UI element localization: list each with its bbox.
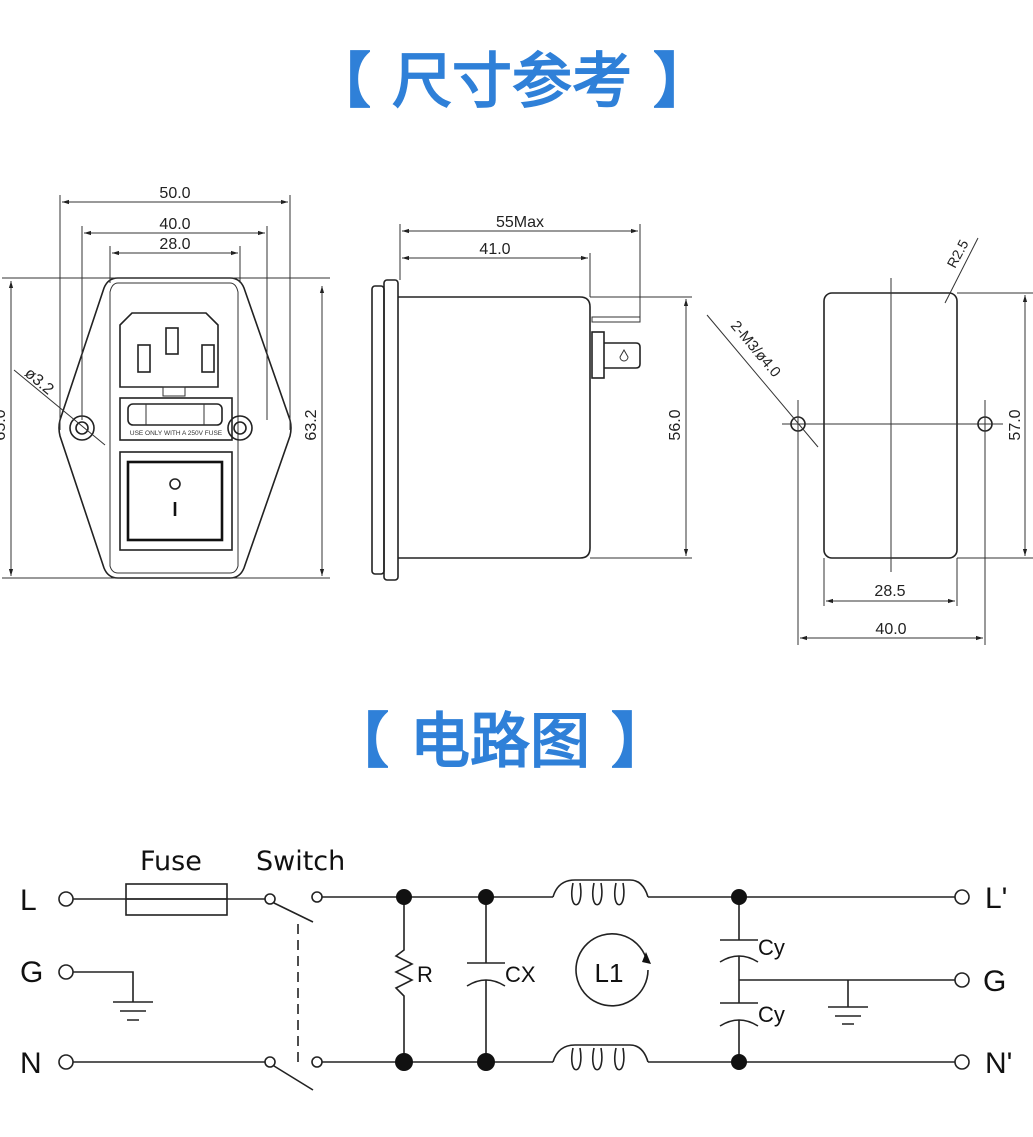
- socket-pin-earth: [165, 327, 179, 355]
- input-label-g: G: [20, 956, 43, 989]
- fuse-warning-label: USE ONLY WITH A 250V FUSE: [130, 430, 223, 437]
- capacitor-x-symbol: [466, 897, 506, 1062]
- dim-cutout-height: 57.0: [1007, 409, 1024, 440]
- dim-hole-diameter: ø3.2: [21, 365, 57, 399]
- output-label-n: N': [985, 1047, 1012, 1080]
- output-label-g: G: [983, 965, 1006, 998]
- inductor-top: [552, 879, 649, 906]
- terminal-l-in: [58, 891, 74, 907]
- capacitor-y1-label: Cy: [758, 935, 785, 960]
- inductor-label: L1: [595, 958, 624, 988]
- fuse-label: Fuse: [140, 846, 202, 877]
- ground-symbol-input: [73, 971, 153, 1021]
- dim-width-body: 28.0: [159, 236, 190, 253]
- switch-label: Switch: [256, 846, 345, 877]
- resistor-symbol: [394, 897, 414, 1062]
- dim-width-outer: 50.0: [159, 185, 190, 202]
- input-label-n: N: [20, 1047, 42, 1080]
- iec-socket: [119, 312, 219, 388]
- side-view: 55Max 41.0 56.0: [371, 214, 692, 581]
- terminal-g-out: [954, 972, 970, 988]
- capacitor-x-label: CX: [505, 962, 536, 987]
- capacitor-y2-label: Cy: [758, 1002, 785, 1027]
- dim-depth-body: 41.0: [479, 241, 510, 258]
- panel-cutout-view: 28.5 40.0 57.0 R2.5 2-M3/ø4.0: [706, 237, 1033, 645]
- terminal-n-out: [954, 1054, 970, 1070]
- dim-height-inner: 63.2: [303, 409, 320, 440]
- dim-height-outer: 65.0: [0, 409, 9, 440]
- dim-corner-radius: R2.5: [944, 237, 972, 271]
- dim-cutout-holes: 40.0: [875, 621, 906, 638]
- inductor-bottom: [552, 1044, 649, 1071]
- dim-depth-max: 55Max: [496, 214, 544, 231]
- switch-housing: [119, 451, 233, 551]
- circuit-title: 【 电路图 】: [329, 707, 671, 777]
- dim-width-holes: 40.0: [159, 216, 190, 233]
- terminal-l-out: [954, 889, 970, 905]
- socket-pin-left: [137, 344, 151, 373]
- rocker-switch: [126, 460, 224, 542]
- front-view: USE ONLY WITH A 250V FUSE 50.0 40.0 28.0…: [0, 185, 330, 579]
- inductor-l1-symbol: [575, 933, 649, 1007]
- dim-side-height: 56.0: [667, 409, 684, 440]
- terminal-g-in: [58, 964, 74, 980]
- ground-symbol-output: [828, 980, 868, 1025]
- mount-hole-right: [227, 415, 253, 441]
- resistor-label: R: [417, 962, 433, 987]
- input-label-l: L: [20, 884, 37, 917]
- dimensions-title: 【 尺寸参考 】: [311, 47, 713, 117]
- socket-pin-right: [201, 344, 215, 373]
- dim-cutout-width: 28.5: [874, 583, 905, 600]
- circuit-diagram: Fuse Switch L G N R CX L1 Cy Cy: [20, 846, 1012, 1091]
- output-label-l: L': [985, 882, 1007, 915]
- terminal-n-in: [58, 1054, 74, 1070]
